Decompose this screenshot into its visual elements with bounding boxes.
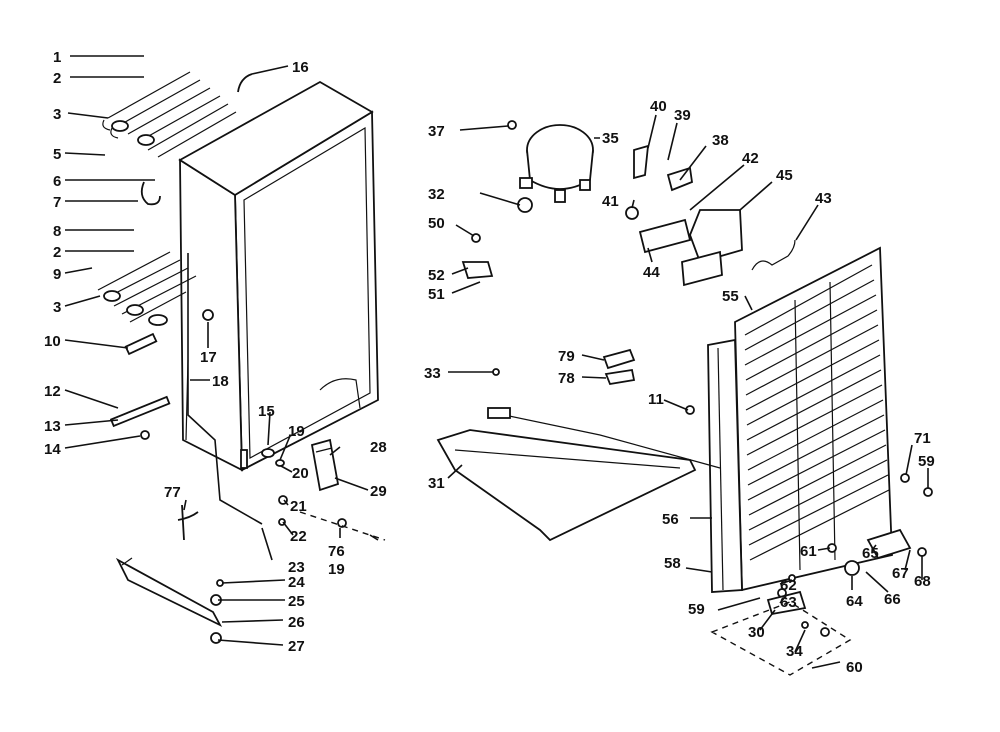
cabinet-shell <box>178 80 379 472</box>
callout-37: 37 <box>428 123 445 140</box>
callout-59-bottom: 59 <box>688 601 705 618</box>
condenser-hardware <box>710 473 933 676</box>
callout-15: 15 <box>258 403 275 420</box>
small-left-parts <box>109 73 386 644</box>
callout-61: 61 <box>800 543 817 560</box>
compressor <box>517 124 594 213</box>
callout-7: 7 <box>53 194 61 211</box>
callout-17: 17 <box>200 349 217 366</box>
callout-51: 51 <box>428 286 445 303</box>
callout-77: 77 <box>164 484 181 501</box>
callout-19-upper: 19 <box>288 423 305 440</box>
condenser-coil <box>707 246 893 593</box>
callout-68: 68 <box>914 573 931 590</box>
callout-64: 64 <box>846 593 863 610</box>
callout-13: 13 <box>44 418 61 435</box>
callout-2: 2 <box>53 70 61 87</box>
callout-42: 42 <box>742 150 759 167</box>
callout-34: 34 <box>786 643 803 660</box>
base-frame <box>436 348 721 542</box>
callout-60: 60 <box>846 659 863 676</box>
callout-63: 63 <box>780 594 797 611</box>
evaporator-coil-upper <box>102 71 237 158</box>
callout-66: 66 <box>884 591 901 608</box>
callout-16: 16 <box>292 59 309 76</box>
callout-28: 28 <box>370 439 387 456</box>
callout-35: 35 <box>602 130 619 147</box>
callout-27: 27 <box>288 638 305 655</box>
callout-8: 8 <box>53 223 61 240</box>
leader-lines <box>64 55 929 669</box>
callout-6: 6 <box>53 173 61 190</box>
callout-23: 23 <box>288 559 305 576</box>
callout-24: 24 <box>288 574 305 591</box>
callout-44: 44 <box>643 264 660 281</box>
callout-30: 30 <box>748 624 765 641</box>
callout-43: 43 <box>815 190 832 207</box>
callout-76: 76 <box>328 543 345 560</box>
callout-11: 11 <box>648 391 664 408</box>
callout-3-lower: 3 <box>53 299 61 316</box>
callout-18: 18 <box>212 373 229 390</box>
compressor-parts <box>461 120 796 287</box>
callout-71: 71 <box>914 430 931 447</box>
callout-67: 67 <box>892 565 909 582</box>
evaporator-coil-lower <box>97 251 197 326</box>
callout-65: 65 <box>862 545 879 562</box>
callout-52: 52 <box>428 267 445 284</box>
callout-25: 25 <box>288 593 305 610</box>
callout-79: 79 <box>558 348 575 365</box>
callout-45: 45 <box>776 167 793 184</box>
callout-26: 26 <box>288 614 305 631</box>
callout-22: 22 <box>290 528 307 545</box>
callout-39: 39 <box>674 107 691 124</box>
callout-41: 41 <box>602 193 619 210</box>
callout-59-right: 59 <box>918 453 935 470</box>
callout-9: 9 <box>53 266 61 283</box>
callout-50: 50 <box>428 215 445 232</box>
callout-labels: 1 2 3 5 6 7 8 2 9 3 10 12 13 14 16 17 18… <box>44 49 935 676</box>
callout-55: 55 <box>722 288 739 305</box>
callout-1: 1 <box>53 49 61 66</box>
callout-5: 5 <box>53 146 61 163</box>
callout-56: 56 <box>662 511 679 528</box>
callout-21: 21 <box>290 498 307 515</box>
callout-3: 3 <box>53 106 61 123</box>
callout-78: 78 <box>558 370 575 387</box>
callout-10: 10 <box>44 333 61 350</box>
callout-31: 31 <box>428 475 445 492</box>
callout-20: 20 <box>292 465 309 482</box>
callout-58: 58 <box>664 555 681 572</box>
callout-19-lower: 19 <box>328 561 345 578</box>
callout-38: 38 <box>712 132 729 149</box>
callout-32: 32 <box>428 186 445 203</box>
callout-2-lower: 2 <box>53 244 61 261</box>
callout-29: 29 <box>370 483 387 500</box>
callout-14: 14 <box>44 441 61 458</box>
callout-40: 40 <box>650 98 667 115</box>
callout-12: 12 <box>44 383 61 400</box>
callout-33: 33 <box>424 365 441 382</box>
callout-62: 62 <box>780 577 797 594</box>
